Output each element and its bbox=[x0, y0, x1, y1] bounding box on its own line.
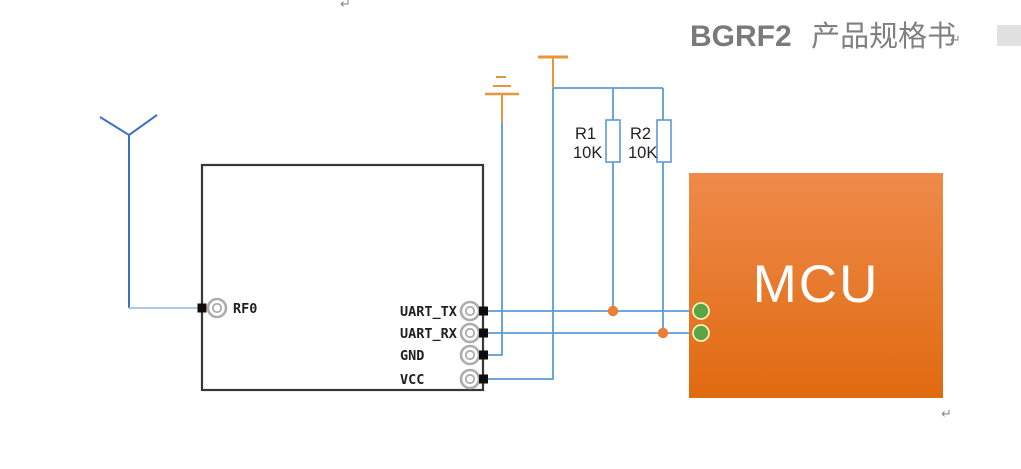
pin-rf0: RF0 bbox=[197, 297, 257, 319]
radio-module-box bbox=[200, 163, 485, 392]
junction-dot-tx bbox=[607, 305, 619, 317]
pin-circle-inner bbox=[211, 302, 223, 314]
resistor-r1: R1 10K bbox=[573, 119, 621, 163]
formatting-mark-bottom: ↵ bbox=[941, 407, 952, 422]
resistor-body-r1 bbox=[605, 119, 621, 163]
pin-pad-uart-tx bbox=[479, 306, 488, 316]
page-title: BGRF2 产品规格书 bbox=[690, 19, 956, 53]
pin-pad-rf0 bbox=[197, 303, 207, 313]
resistor-body-r2 bbox=[656, 119, 672, 163]
junction-dot-rx bbox=[657, 327, 669, 339]
pin-label-uart-tx: UART_TX bbox=[400, 304, 457, 320]
pin-uart-tx bbox=[459, 300, 488, 322]
wire-vcc bbox=[488, 88, 554, 380]
pin-label-gnd: GND bbox=[400, 348, 424, 364]
title-doc-type: 产品规格书 bbox=[811, 19, 956, 53]
mcu-pin-tx bbox=[692, 302, 710, 320]
pin-uart-rx bbox=[459, 322, 488, 344]
pin-pad-gnd bbox=[479, 350, 488, 360]
pin-label-uart-rx: UART_RX bbox=[400, 326, 457, 342]
power-icon bbox=[538, 55, 568, 88]
pin-pad-vcc bbox=[479, 374, 488, 384]
pin-pad-uart-rx bbox=[479, 328, 488, 338]
pin-vcc bbox=[459, 368, 488, 390]
mcu-block: MCU bbox=[689, 173, 943, 398]
wire-gnd bbox=[488, 122, 503, 356]
pin-circle-inner bbox=[464, 327, 476, 339]
pin-label-vcc: VCC bbox=[400, 372, 424, 388]
mcu-label: MCU bbox=[753, 255, 880, 314]
resistor-name-r1: R1 bbox=[575, 125, 596, 143]
scrollbar-fragment bbox=[997, 25, 1021, 46]
ground-icon bbox=[485, 76, 519, 122]
mcu-pin-rx bbox=[692, 324, 710, 342]
title-product-name: BGRF2 bbox=[690, 20, 792, 53]
formatting-mark-title: ↵ bbox=[950, 33, 961, 48]
formatting-mark-top: ↵ bbox=[340, 0, 351, 12]
pin-circle-inner bbox=[464, 373, 476, 385]
pin-circle-inner bbox=[464, 349, 476, 361]
pin-gnd bbox=[459, 344, 488, 366]
resistor-value-r2: 10K bbox=[628, 144, 657, 162]
antenna-icon bbox=[99, 114, 158, 308]
mcu-box bbox=[689, 173, 943, 398]
resistor-name-r2: R2 bbox=[630, 125, 651, 143]
resistor-value-r1: 10K bbox=[573, 144, 602, 162]
pin-label-rf0: RF0 bbox=[233, 301, 257, 317]
resistor-r2: R2 10K bbox=[628, 119, 672, 163]
pin-circle-inner bbox=[464, 305, 476, 317]
